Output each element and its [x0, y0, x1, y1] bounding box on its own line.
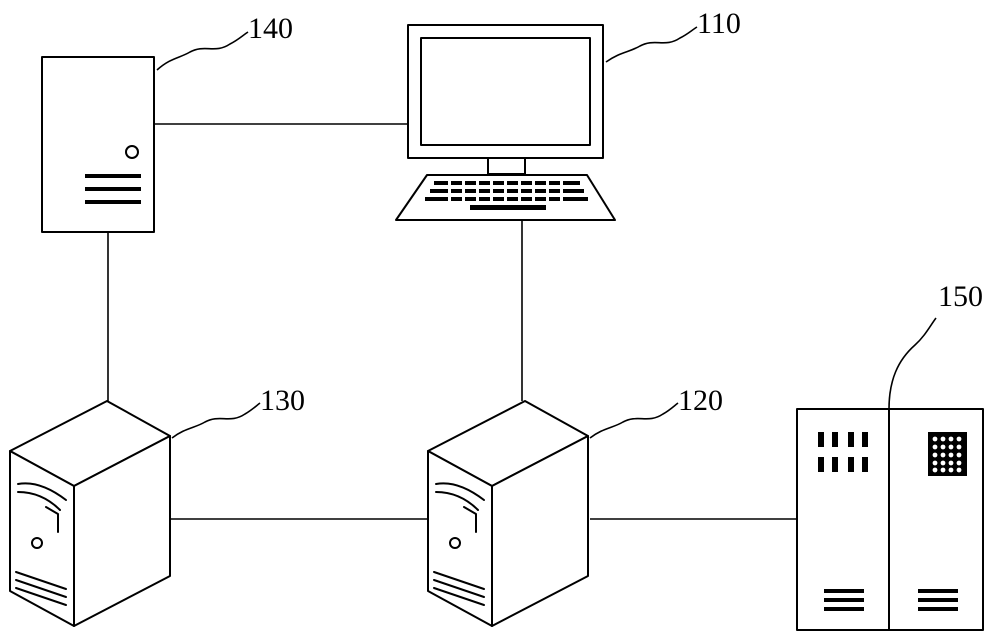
leader-120	[589, 402, 679, 439]
connections	[107, 123, 797, 520]
leader-130	[171, 402, 261, 439]
device-140-icon	[41, 56, 155, 233]
cabinet-bottom-slots	[824, 589, 958, 611]
cabinet-vents	[818, 432, 868, 472]
terminal-110-icon	[395, 24, 616, 221]
server-120-icon	[427, 400, 589, 627]
leader-150	[888, 317, 937, 410]
server-130-icon	[9, 400, 171, 627]
label-120: 120	[678, 384, 723, 417]
keypad-dots	[932, 436, 962, 473]
label-150: 150	[938, 280, 983, 313]
leader-110	[605, 26, 698, 63]
leader-140	[156, 31, 249, 71]
label-130: 130	[260, 384, 305, 417]
label-110: 110	[697, 7, 741, 40]
cabinet-150-icon	[796, 408, 984, 631]
label-140: 140	[248, 12, 293, 45]
leader-lines	[156, 26, 937, 439]
keyboard-key-gaps	[448, 180, 563, 203]
